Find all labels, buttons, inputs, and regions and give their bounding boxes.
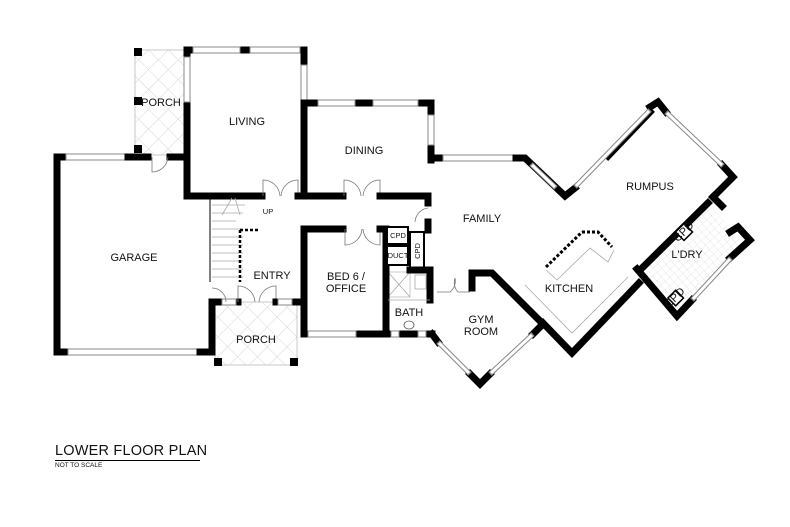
label-rumpus: RUMPUS — [626, 181, 674, 193]
plan-subtitle: NOT TO SCALE — [55, 462, 103, 469]
porch-lower — [214, 301, 298, 366]
label-gym: GYM — [468, 314, 493, 326]
plan-title: LOWER FLOOR PLAN — [55, 443, 208, 459]
laundry-floor — [640, 203, 745, 315]
living-walls — [183, 46, 310, 200]
label-duct: DUCT — [388, 251, 409, 260]
stair-up-label: UP — [263, 207, 273, 216]
family-rumpus-walls — [427, 97, 738, 211]
label-living: LIVING — [229, 116, 265, 128]
dining-walls — [300, 99, 435, 234]
kitchen-walls — [524, 230, 644, 359]
label-cpd: CPD — [390, 231, 406, 240]
label-bed6-office: OFFICE — [326, 283, 366, 295]
label-dining: DINING — [345, 145, 384, 157]
label-porch-lower: PORCH — [236, 334, 276, 346]
laundry-walls — [632, 198, 755, 322]
label-porch-upper: PORCH — [141, 97, 181, 109]
label-garage: GARAGE — [110, 252, 157, 264]
service-rooms — [382, 226, 436, 338]
label-family: FAMILY — [463, 213, 502, 225]
label-gym-room: ROOM — [464, 326, 498, 338]
gym-walls — [427, 269, 548, 389]
label-cpd-vertical: CPD — [413, 243, 422, 259]
label-bed6: BED 6 / — [327, 271, 366, 283]
staircase: UP — [209, 197, 273, 282]
label-bath: BATH — [395, 307, 424, 319]
label-entry: ENTRY — [253, 270, 291, 282]
entry-walls — [208, 285, 306, 306]
title-underline — [55, 460, 200, 461]
label-laundry: L'DRY — [671, 249, 703, 261]
porch-upper — [134, 48, 186, 156]
label-kitchen: KITCHEN — [545, 283, 593, 295]
